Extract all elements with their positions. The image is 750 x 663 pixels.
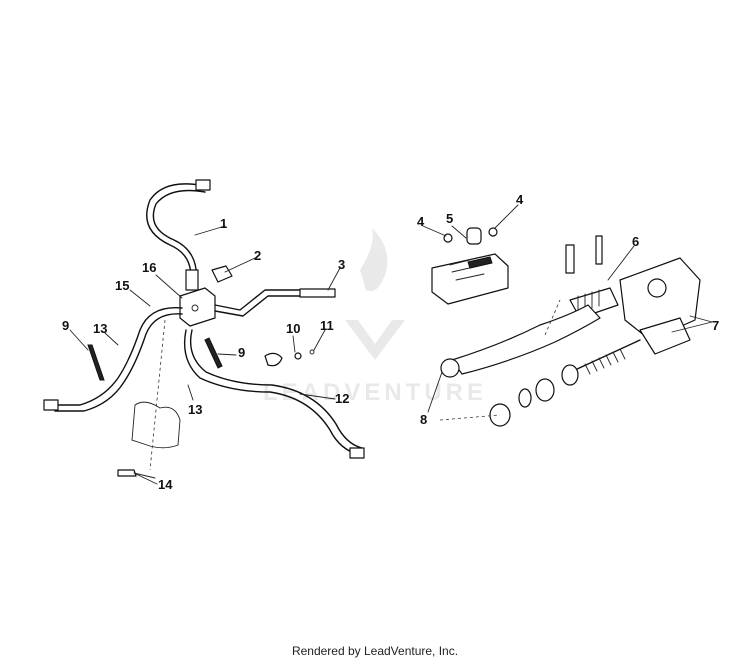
left-brake-line-assembly [43,179,365,479]
callout-13-right: 13 [188,402,202,417]
callout-2: 2 [254,248,261,263]
callout-1: 1 [220,216,227,231]
callout-10: 10 [286,321,300,336]
leadventure-watermark: LEADVENTURE [263,228,487,406]
callout-16: 16 [142,260,156,275]
callout-labels: 1 2 3 4 5 4 6 7 8 9 9 10 11 12 13 13 14 … [62,192,719,492]
callout-7: 7 [712,318,719,333]
callout-6: 6 [632,234,639,249]
callout-9-left: 9 [62,318,69,333]
callout-9-right: 9 [238,345,245,360]
watermark-text: LEADVENTURE [263,379,487,406]
callout-14: 14 [158,477,173,492]
leader-lines [69,204,713,485]
callout-15: 15 [115,278,129,293]
callout-12: 12 [335,391,349,406]
master-cylinder-assembly [431,227,701,427]
callout-13-left: 13 [93,321,107,336]
callout-11: 11 [320,318,334,333]
callout-5: 5 [446,211,453,226]
callout-4-right: 4 [516,192,524,207]
callout-3: 3 [338,257,345,272]
callout-4-left: 4 [417,214,425,229]
footer-credit: Rendered by LeadVenture, Inc. [291,644,459,658]
callout-8: 8 [420,412,427,427]
